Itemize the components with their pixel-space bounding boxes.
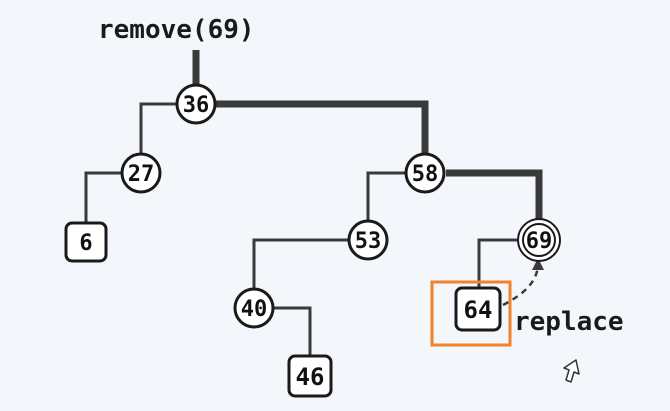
node-58: 58 xyxy=(404,152,446,194)
arrow-head-icon xyxy=(532,258,544,270)
node-64-label: 64 xyxy=(464,296,493,324)
node-27-circle xyxy=(120,152,162,194)
node-64: 64 xyxy=(454,286,502,332)
replace-arrow-line xyxy=(502,265,540,307)
node-6-box xyxy=(64,221,108,263)
node-46: 46 xyxy=(287,354,333,398)
node-46-box xyxy=(287,354,333,398)
node-53-label: 53 xyxy=(355,229,382,254)
node-58-circle xyxy=(404,152,446,194)
edge-40-46 xyxy=(274,306,312,358)
pointer-cursor-icon xyxy=(563,359,580,383)
node-64-box xyxy=(454,286,502,332)
edge-36-27 xyxy=(139,102,178,154)
edge-27-6 xyxy=(84,171,122,222)
node-53: 53 xyxy=(347,219,389,261)
node-53-circle xyxy=(347,219,389,261)
node-6-label: 6 xyxy=(79,231,92,256)
path-edge-58-69 xyxy=(446,169,543,222)
path-edge-36-58 xyxy=(216,100,429,154)
node-40-circle xyxy=(233,287,275,329)
node-27-label: 27 xyxy=(128,162,155,187)
node-69: 69 xyxy=(517,218,561,262)
operation-title: remove(69) xyxy=(98,15,255,45)
node-69-inner-ring xyxy=(522,223,556,257)
replace-arrow xyxy=(502,258,544,307)
tree-edges xyxy=(84,102,519,358)
edge-69-64 xyxy=(477,238,519,287)
edge-58-53 xyxy=(366,171,406,222)
edge-53-40 xyxy=(252,238,348,290)
node-6: 6 xyxy=(64,221,108,263)
node-36-circle xyxy=(175,83,217,125)
search-path xyxy=(192,50,543,222)
replacement-highlight-box xyxy=(430,280,512,347)
node-40: 40 xyxy=(233,287,275,329)
node-36-label: 36 xyxy=(183,93,210,118)
node-40-label: 40 xyxy=(241,297,268,322)
node-58-label: 58 xyxy=(412,162,439,187)
node-46-label: 46 xyxy=(296,363,325,391)
node-36: 36 xyxy=(175,83,217,125)
replace-label: replace xyxy=(514,307,624,337)
node-27: 27 xyxy=(120,152,162,194)
node-69-label: 69 xyxy=(526,229,553,254)
